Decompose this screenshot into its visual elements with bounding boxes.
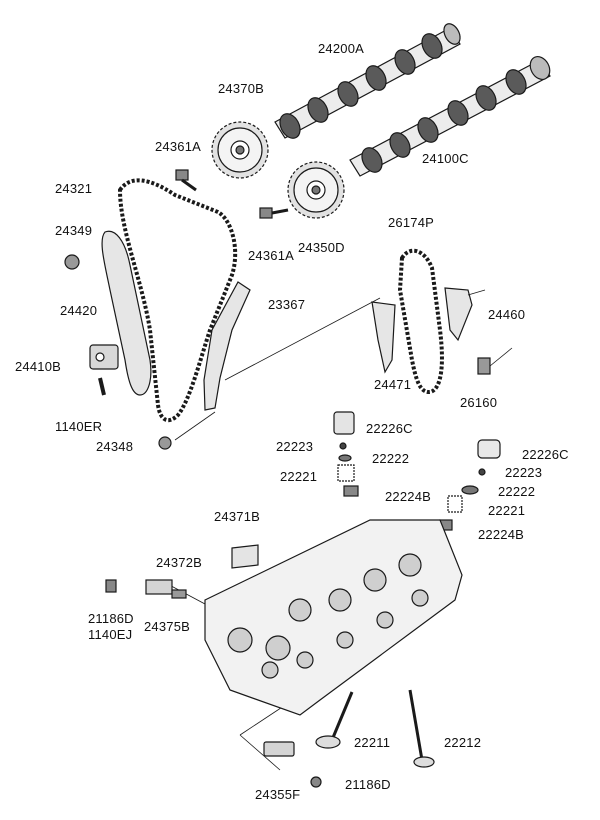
label-24348: 24348 xyxy=(96,439,134,454)
oil-pump-chain xyxy=(397,248,444,394)
valve-parts-b xyxy=(439,439,501,531)
label-24350d: 24350D xyxy=(298,240,345,255)
oil-control-valve xyxy=(145,579,187,599)
timing-chain xyxy=(117,178,238,423)
label-24371b: 24371B xyxy=(214,509,261,524)
label-22222-a: 22222 xyxy=(372,451,410,466)
label-24375b: 24375B xyxy=(144,619,191,634)
label-21186d-a: 21186D xyxy=(88,611,134,626)
label-21186d-b: 21186D xyxy=(345,777,391,792)
bolt-24349 xyxy=(64,254,80,270)
label-24100c: 24100C xyxy=(422,151,469,166)
label-24200a: 24200A xyxy=(318,41,365,56)
intake-cvvt-sprocket xyxy=(211,121,269,179)
oil-pump-chain-tensioner xyxy=(444,287,473,342)
bolt-1140er xyxy=(98,377,106,396)
label-22226c-b: 22226C xyxy=(522,447,569,462)
oil-pump-chain-guide xyxy=(371,301,396,374)
bolt-24348 xyxy=(158,436,172,450)
label-22221-b: 22221 xyxy=(488,503,526,518)
bolt-21186d-a xyxy=(105,579,117,593)
intake-camshaft xyxy=(274,23,461,139)
label-24471: 24471 xyxy=(374,377,412,392)
label-23367: 23367 xyxy=(268,297,306,312)
label-24321: 24321 xyxy=(55,181,93,196)
label-22224b-b: 22224B xyxy=(478,527,525,542)
bolt-24361a-top xyxy=(175,169,197,192)
label-22224b-a: 22224B xyxy=(385,489,432,504)
oil-jet-26160 xyxy=(477,357,491,375)
label-22223-a: 22223 xyxy=(276,439,314,454)
label-24361a-mid: 24361A xyxy=(248,248,295,263)
label-24372b: 24372B xyxy=(156,555,203,570)
intake-valve xyxy=(315,691,354,749)
valve-parts-a xyxy=(333,411,359,497)
label-22211: 22211 xyxy=(354,735,391,750)
label-24460: 24460 xyxy=(488,307,526,322)
bolt-21186d-b xyxy=(310,776,322,788)
label-26174p: 26174P xyxy=(388,215,435,230)
exhaust-valve xyxy=(408,689,435,768)
label-24420: 24420 xyxy=(60,303,98,318)
label-24361a-top: 24361A xyxy=(155,139,202,154)
exhaust-camshaft xyxy=(349,55,551,177)
exhaust-cvvt-sprocket xyxy=(287,161,345,219)
cam-position-sensor xyxy=(263,741,295,757)
label-24410b: 24410B xyxy=(15,359,62,374)
chain-guide xyxy=(203,281,251,411)
label-22226c-a: 22226C xyxy=(366,421,413,436)
label-1140er: 1140ER xyxy=(55,419,103,434)
label-24355f: 24355F xyxy=(255,787,301,802)
label-1140ej: 1140EJ xyxy=(88,627,133,642)
cam-bearing-cap xyxy=(231,544,259,569)
bolt-24361a-mid xyxy=(259,207,289,219)
cylinder-head-detail xyxy=(227,553,429,679)
label-22221-a: 22221 xyxy=(280,469,318,484)
label-26160: 26160 xyxy=(460,395,498,410)
label-22223-b: 22223 xyxy=(505,465,543,480)
label-24370b: 24370B xyxy=(218,81,265,96)
tensioner-arm xyxy=(101,230,152,396)
label-22212: 22212 xyxy=(444,735,482,750)
label-22222-b: 22222 xyxy=(498,484,536,499)
chain-tensioner xyxy=(89,344,119,370)
label-24349: 24349 xyxy=(55,223,93,238)
